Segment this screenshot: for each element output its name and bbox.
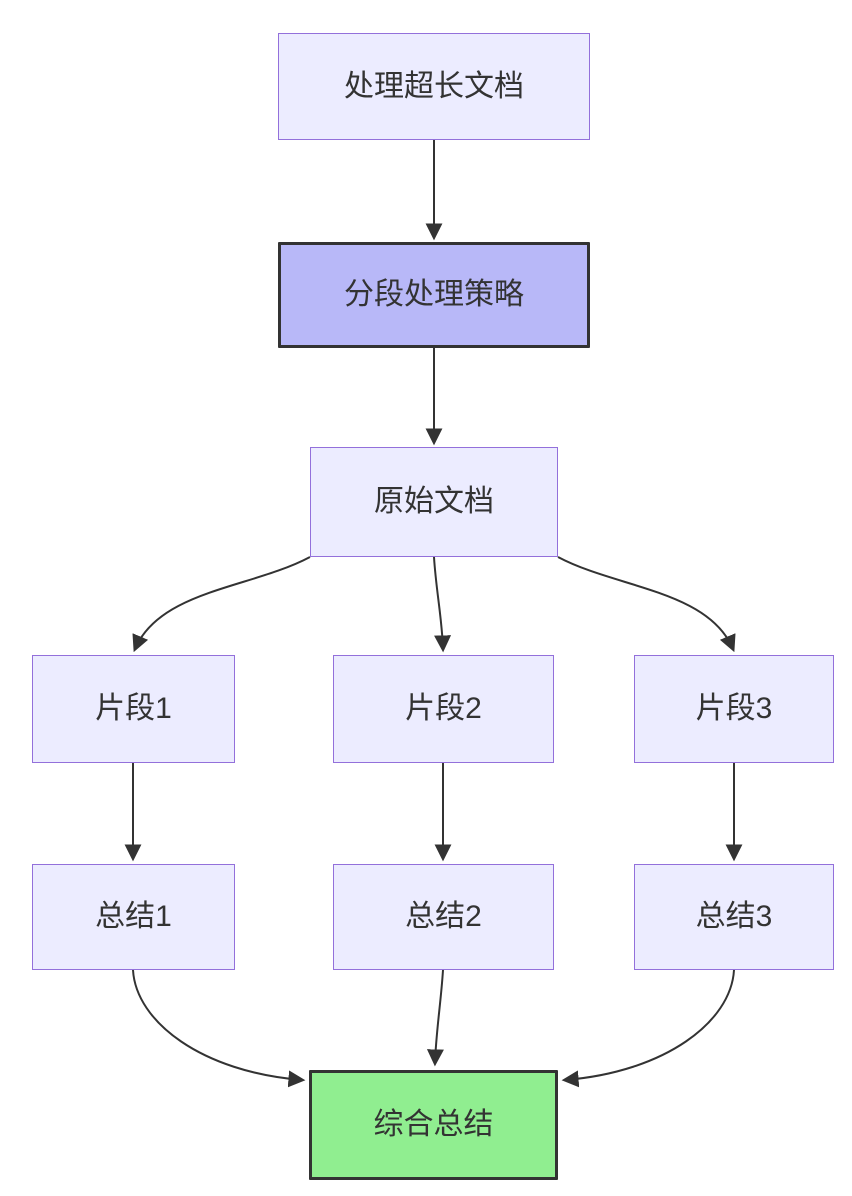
node-segment-2: 片段2 (333, 655, 554, 763)
edge-original-seg3 (557, 556, 736, 653)
node-summary-3: 总结3 (634, 864, 834, 970)
node-label: 原始文档 (374, 485, 494, 518)
node-original-document: 原始文档 (310, 447, 558, 557)
node-label: 片段2 (405, 692, 482, 725)
node-segment-3: 片段3 (634, 655, 834, 763)
node-process-long-document: 处理超长文档 (278, 33, 590, 140)
edge-original-seg2 (433, 556, 452, 653)
node-label: 分段处理策略 (344, 278, 524, 311)
node-label: 处理超长文档 (344, 69, 524, 103)
node-summary-1: 总结1 (32, 864, 235, 970)
node-label: 片段3 (695, 692, 773, 725)
node-label: 总结1 (95, 900, 172, 933)
node-combined-summary: 综合总结 (309, 1070, 558, 1180)
node-label: 片段1 (95, 692, 172, 725)
node-label: 总结2 (405, 900, 482, 933)
edge-sum1-final (132, 969, 306, 1088)
edge-sum3-final (561, 969, 735, 1088)
edge-original-seg1 (132, 556, 311, 653)
node-segment-1: 片段1 (32, 655, 235, 763)
node-segmentation-strategy: 分段处理策略 (278, 242, 590, 348)
edge-sum2-final (426, 969, 444, 1067)
node-label: 总结3 (695, 900, 773, 933)
node-summary-2: 总结2 (333, 864, 554, 970)
node-label: 综合总结 (373, 1108, 494, 1141)
